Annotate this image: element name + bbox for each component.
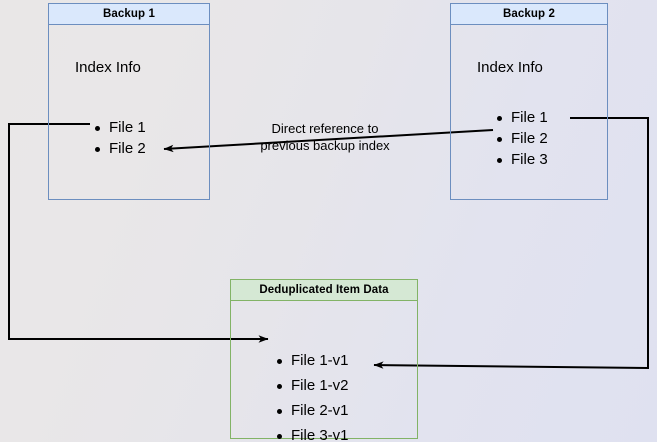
dedup-file-list: File 1-v1 File 1-v2 File 2-v1 File 3-v1 <box>275 348 349 442</box>
list-item: File 3-v1 <box>275 423 349 442</box>
list-item: File 2 <box>495 128 548 149</box>
edge-label-direct-reference: Direct reference to previous backup inde… <box>249 120 401 154</box>
list-item: File 1 <box>495 107 548 128</box>
backup2-index-info-label: Index Info <box>477 59 543 76</box>
edge-label-line-2: previous backup index <box>260 138 390 153</box>
node-deduplicated-item-data[interactable]: Deduplicated Item Data File 1-v1 File 1-… <box>230 279 418 442</box>
backup1-file-list: File 1 File 2 <box>93 117 146 159</box>
list-item: File 2-v1 <box>275 398 349 423</box>
list-item: File 1-v1 <box>275 348 349 373</box>
list-item: File 1-v2 <box>275 373 349 398</box>
node-backup1-body: Index Info File 1 File 2 <box>49 25 209 199</box>
node-dedup-header: Deduplicated Item Data <box>231 280 417 301</box>
list-item: File 2 <box>93 138 146 159</box>
node-dedup-body: File 1-v1 File 1-v2 File 2-v1 File 3-v1 <box>231 301 417 442</box>
node-backup2[interactable]: Backup 2 Index Info File 1 File 2 File 3 <box>450 3 608 200</box>
node-backup1-header: Backup 1 <box>49 4 209 25</box>
edge-label-line-1: Direct reference to <box>271 121 379 136</box>
node-backup2-header: Backup 2 <box>451 4 607 25</box>
list-item: File 3 <box>495 149 548 170</box>
list-item: File 1 <box>93 117 146 138</box>
node-backup2-body: Index Info File 1 File 2 File 3 <box>451 25 607 199</box>
backup2-file-list: File 1 File 2 File 3 <box>495 107 548 170</box>
node-backup1[interactable]: Backup 1 Index Info File 1 File 2 <box>48 3 210 200</box>
backup1-index-info-label: Index Info <box>75 59 141 76</box>
